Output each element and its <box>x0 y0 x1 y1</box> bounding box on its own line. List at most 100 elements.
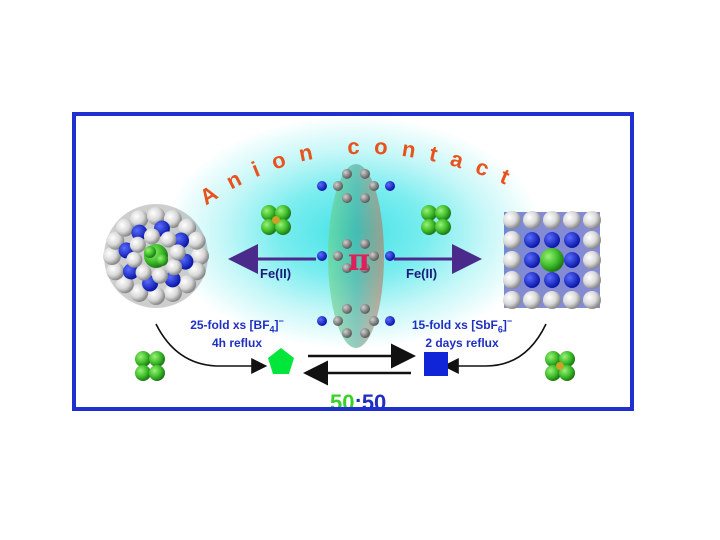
hydrogen-atom <box>543 211 561 229</box>
carbon-atom <box>333 181 343 191</box>
nitrogen-atom <box>524 272 540 288</box>
fluorine-atom <box>421 205 437 221</box>
carbon-atom <box>342 263 352 274</box>
nitrogen-atom <box>385 251 395 261</box>
carbon-atom <box>333 251 343 261</box>
pi-stack-molecule <box>317 164 395 348</box>
left-curve-arrow <box>155 323 268 374</box>
nitrogen-atom <box>544 272 560 288</box>
left-conditions: 25-fold xs [BF4]− 4h reflux <box>172 314 302 350</box>
carbon-atom <box>333 316 343 326</box>
carbon-atom <box>369 251 379 261</box>
hydrogen-atom <box>503 251 521 269</box>
hydrogen-atom <box>106 262 125 281</box>
nitrogen-atom <box>317 251 327 261</box>
hydrogen-atom <box>523 211 541 229</box>
hydrogen-atom <box>191 247 209 265</box>
bf4-anion-bottom <box>135 351 165 381</box>
hydrogen-atom <box>160 231 177 248</box>
hydrogen-atom <box>583 271 601 289</box>
hydrogen-atom <box>563 211 581 229</box>
hydrogen-atom <box>178 218 197 237</box>
carbon-atom <box>342 328 352 339</box>
hydrogen-atom <box>130 283 149 302</box>
hydrogen-atom <box>563 291 581 309</box>
product-ratio: 50:50 <box>330 390 386 411</box>
left-fe-label: Fe(II) <box>260 266 292 281</box>
fluorine-atom <box>149 365 165 381</box>
nitrogen-atom <box>131 224 148 241</box>
nitrogen-atom <box>385 181 395 191</box>
hydrogen-atom <box>147 207 165 225</box>
nitrogen-atom <box>564 232 580 248</box>
hydrogen-atom <box>503 231 521 249</box>
nitrogen-atom <box>385 316 395 326</box>
green-pentagon <box>268 348 294 374</box>
encapsulated-anion <box>540 248 564 272</box>
right-conditions-line2: 2 days reflux <box>425 336 499 351</box>
hydrogen-atom <box>143 228 160 245</box>
right-fe-label: Fe(II) <box>406 266 438 281</box>
hydrogen-atom <box>152 267 169 284</box>
hydrogen-atom <box>543 291 561 309</box>
carbon-atom <box>360 238 370 249</box>
right-conditions: 15-fold xs [SbF6]− 2 days reflux <box>392 314 532 350</box>
hydrogen-atom <box>135 264 152 281</box>
hydrogen-atom <box>103 247 121 265</box>
nitrogen-atom <box>564 252 580 268</box>
hydrogen-atom <box>187 262 206 281</box>
nitrogen-atom <box>564 272 580 288</box>
hydrogen-atom <box>503 291 521 309</box>
hydrogen-atom <box>523 291 541 309</box>
fluorine-atom <box>275 205 291 221</box>
fluorine-atom <box>559 351 575 367</box>
carbon-atom <box>342 193 352 204</box>
central-atom <box>556 362 564 370</box>
right-conditions-line1: 15-fold xs [SbF6]− <box>411 316 513 335</box>
nitrogen-atom <box>317 181 327 191</box>
fluorine-atom <box>275 219 291 235</box>
nitrogen-atom <box>164 271 181 288</box>
hydrogen-atom <box>503 271 521 289</box>
blue-square <box>424 352 448 376</box>
fluorine-atom <box>421 219 437 235</box>
pi-symbol: π <box>348 243 370 278</box>
nitrogen-atom <box>524 252 540 268</box>
hydrogen-atom <box>169 244 186 261</box>
fluorine-atom <box>261 219 277 235</box>
carbon-atom <box>360 328 370 339</box>
fluorine-atom <box>261 205 277 221</box>
fluorine-atom <box>559 365 575 381</box>
fluorine-atom <box>135 365 151 381</box>
central-atom <box>272 216 280 224</box>
right-curve-arrow <box>442 323 547 374</box>
hydrogen-atom <box>583 291 601 309</box>
hydrogen-atom <box>163 283 182 302</box>
carbon-atom <box>360 168 370 179</box>
title-arc: Anion contacts <box>76 116 512 210</box>
hydrogen-atom <box>178 275 197 294</box>
right-cube-complex <box>503 211 601 309</box>
hydrogen-atom <box>115 275 134 294</box>
hydrogen-atom <box>187 231 206 250</box>
fluorine-atom <box>135 351 151 367</box>
carbon-atom <box>369 316 379 326</box>
ratio-left: 50 <box>330 390 355 411</box>
hydrogen-atom <box>126 251 143 268</box>
left-conditions-line1: 25-fold xs [BF4]− <box>190 316 284 335</box>
nitrogen-atom <box>524 232 540 248</box>
hydrogen-atom <box>583 231 601 249</box>
fluorine-atom <box>545 351 561 367</box>
carbon-atom <box>342 168 352 179</box>
carbon-atom <box>342 303 352 314</box>
carbon-atom <box>342 238 352 249</box>
carbon-atom <box>360 263 370 274</box>
nitrogen-atom <box>544 232 560 248</box>
hydrogen-atom <box>106 231 125 250</box>
hydrogen-atom <box>115 218 134 237</box>
fluorine-atom <box>149 351 165 367</box>
hydrogen-atom <box>129 236 146 253</box>
bf4-anion-top <box>261 205 291 235</box>
hydrogen-atom <box>163 210 182 229</box>
nitrogen-atom <box>317 316 327 326</box>
